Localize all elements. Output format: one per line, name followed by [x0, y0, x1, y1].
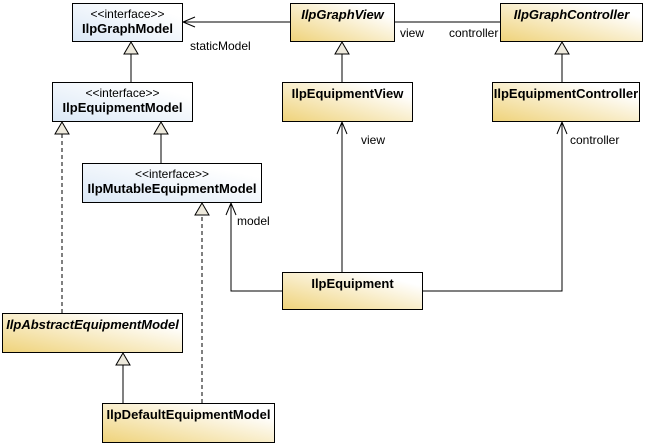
realization-triangle-icon: [54, 121, 70, 135]
class-ilpequipmentview[interactable]: IlpEquipmentView: [282, 82, 413, 122]
class-name: IlpEquipment: [311, 276, 394, 291]
edge-generalization-mutablemodel-equipmentmodel[interactable]: [153, 121, 169, 163]
realization-triangle-icon: [194, 202, 210, 216]
class-name: IlpEquipmentView: [291, 86, 404, 101]
class-ilpgraphcontroller[interactable]: IlpGraphController: [500, 3, 643, 42]
class-name: IlpEquipmentController: [493, 86, 639, 101]
class-name: IlpGraphController: [513, 7, 630, 22]
stereotype-label: <<interface>>: [90, 7, 165, 21]
class-name: IlpGraphModel: [82, 21, 173, 36]
edge-realization-defaultmodel-mutablemodel[interactable]: [194, 202, 210, 403]
edge-label-model: model: [237, 214, 270, 228]
edge-association-equipment-model[interactable]: [225, 201, 282, 292]
generalization-triangle-icon: [153, 121, 169, 135]
class-name: IlpDefaultEquipmentModel: [106, 407, 271, 422]
class-ilpmutableequipmentmodel[interactable]: <<interface>> IlpMutableEquipmentModel: [82, 163, 262, 203]
class-name: IlpGraphView: [301, 7, 384, 22]
association-line: [230, 203, 282, 292]
class-ilpabstractequipmentmodel[interactable]: IlpAbstractEquipmentModel: [2, 313, 183, 353]
generalization-triangle-icon: [123, 41, 139, 55]
class-ilpequipmentmodel[interactable]: <<interface>> IlpEquipmentModel: [52, 82, 193, 122]
edge-realization-abstractmodel-equipmentmodel[interactable]: [54, 121, 70, 313]
open-arrowhead-icon: [556, 120, 568, 135]
class-name: IlpAbstractEquipmentModel: [6, 317, 179, 332]
class-ilpdefaultequipmentmodel[interactable]: IlpDefaultEquipmentModel: [102, 403, 275, 443]
edge-association-staticmodel[interactable]: [181, 16, 290, 28]
edge-label-staticmodel: staticModel: [190, 39, 251, 53]
open-arrowhead-icon: [181, 16, 196, 28]
edge-label-view-bottom: view: [361, 133, 386, 147]
class-name: IlpMutableEquipmentModel: [87, 181, 257, 196]
class-ilpequipment[interactable]: IlpEquipment: [282, 272, 423, 310]
edge-label-controller-bottom: controller: [570, 133, 620, 147]
class-ilpequipmentcontroller[interactable]: IlpEquipmentController: [492, 82, 640, 122]
stereotype-label: <<interface>>: [134, 167, 210, 181]
class-name: IlpEquipmentModel: [62, 100, 183, 115]
class-ilpgraphmodel[interactable]: <<interface>> IlpGraphModel: [72, 3, 183, 42]
open-arrowhead-icon: [225, 201, 237, 216]
stereotype-label: <<interface>>: [85, 86, 160, 100]
edge-generalization-equipmentview-graphview[interactable]: [334, 41, 350, 82]
edge-label-controller-top: controller: [449, 26, 499, 40]
edge-generalization-defaultmodel-abstractmodel[interactable]: [115, 352, 131, 403]
edge-generalization-equipmentmodel-graphmodel[interactable]: [123, 41, 139, 82]
class-ilpgraphview[interactable]: IlpGraphView: [290, 3, 395, 42]
open-arrowhead-icon: [336, 120, 348, 135]
edge-association-equipment-controller[interactable]: [423, 120, 568, 292]
association-line: [423, 122, 563, 292]
edge-generalization-equipmentcontroller-graphcontroller[interactable]: [554, 41, 570, 82]
generalization-triangle-icon: [554, 41, 570, 55]
edge-association-equipment-view[interactable]: [336, 120, 348, 272]
edge-label-view-top: view: [400, 26, 425, 40]
generalization-triangle-icon: [115, 352, 131, 366]
generalization-triangle-icon: [334, 41, 350, 55]
